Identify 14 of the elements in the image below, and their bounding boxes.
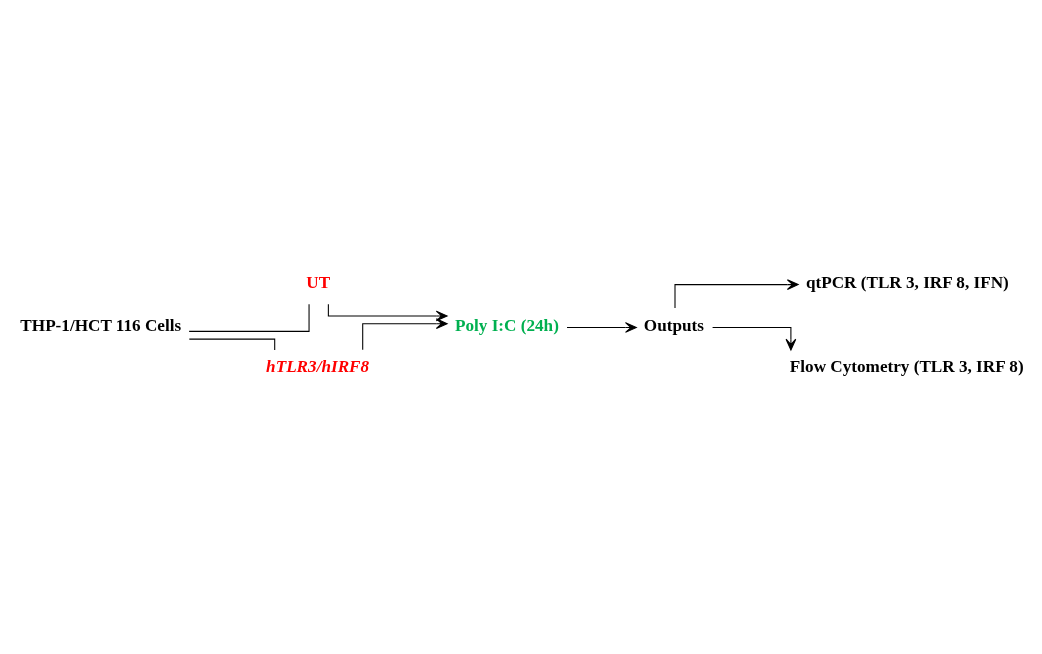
connector xyxy=(188,303,310,332)
node-text: THP-1/HCT 116 Cells xyxy=(20,315,182,335)
node-text: Flow Cytometry (TLR 3, IRF 8) xyxy=(789,357,1024,377)
arrow xyxy=(362,318,448,351)
arrow xyxy=(566,322,637,333)
arrow xyxy=(674,279,799,309)
node-text: Outputs xyxy=(643,315,704,335)
arrow xyxy=(327,303,448,322)
node-text: qtPCR (TLR 3, IRF 8, IFN) xyxy=(805,272,1009,292)
node-text: Poly I:C (24h) xyxy=(455,315,559,335)
node-text: hTLR3/hIRF8 xyxy=(266,357,370,377)
connector xyxy=(188,338,276,351)
arrow xyxy=(712,327,797,351)
node-text: UT xyxy=(306,272,331,292)
